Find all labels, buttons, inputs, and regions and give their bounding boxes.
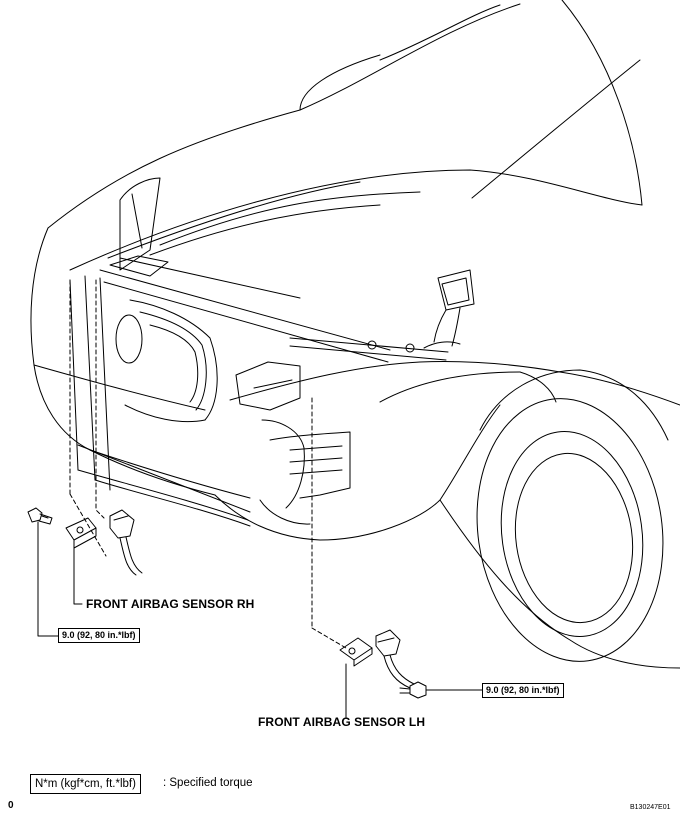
front-wheel	[476, 369, 669, 662]
torque-lh-badge: 9.0 (92, 80 in.*lbf)	[482, 683, 564, 698]
page-marker: 0	[8, 800, 14, 811]
body-outline	[30, 227, 680, 669]
rh-bolt	[27, 507, 53, 525]
torque-unit-box: N*m (kgf*cm, ft.*lbf)	[30, 774, 141, 794]
lh-sensor-body	[339, 637, 373, 667]
radiator-support	[69, 177, 391, 527]
sensor-lh-label: FRONT AIRBAG SENSOR LH	[258, 715, 426, 729]
dashed-leaders	[69, 279, 347, 649]
lh-fender-bracket	[235, 337, 449, 525]
rh-sensor-body	[65, 517, 97, 549]
windshield	[379, 4, 641, 199]
leader-lines	[37, 521, 483, 719]
torque-rh-badge: 9.0 (92, 80 in.*lbf)	[58, 628, 140, 643]
rh-connector	[109, 509, 143, 576]
hood-outline	[47, 0, 643, 271]
lh-connector	[375, 629, 415, 689]
side-mirror	[423, 269, 475, 349]
torque-legend-text: : Specified torque	[163, 777, 253, 789]
sensor-rh-label: FRONT AIRBAG SENSOR RH	[86, 597, 255, 611]
lh-bolt	[399, 681, 427, 699]
figure-code: B130247E01	[630, 804, 671, 811]
